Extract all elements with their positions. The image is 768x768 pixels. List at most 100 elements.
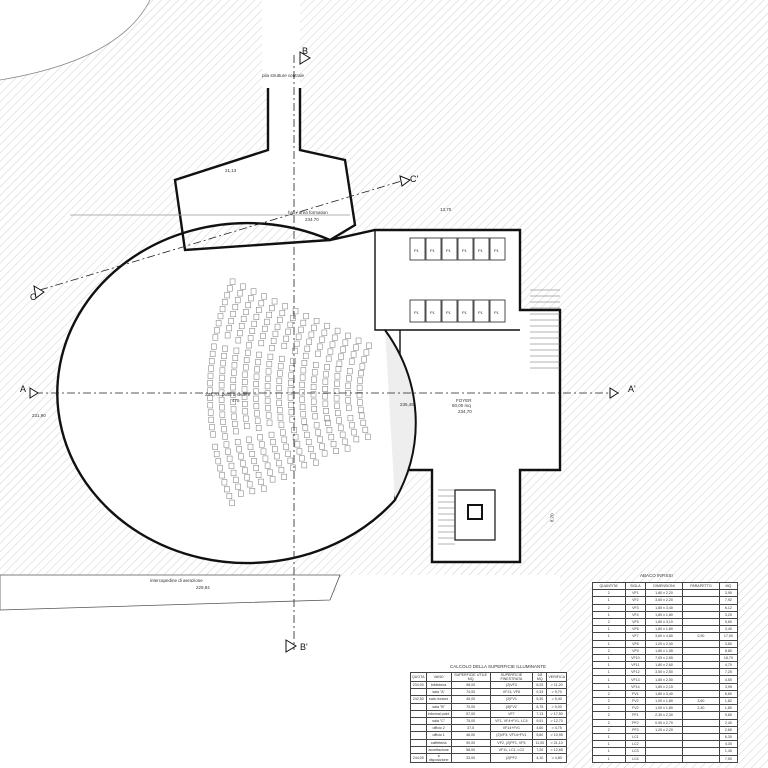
- seat: [224, 292, 230, 299]
- seat: [230, 406, 237, 413]
- seat: [281, 342, 288, 349]
- seat: [349, 422, 355, 429]
- wc-label: P1: [462, 248, 468, 253]
- seat: [226, 493, 233, 500]
- table-cell: [681, 725, 720, 734]
- seat: [300, 411, 307, 418]
- table-cell: [681, 718, 720, 727]
- seat: [257, 434, 264, 441]
- seat: [356, 392, 363, 399]
- column-header: SUPERFICIE FINESTRATA: [489, 672, 534, 682]
- wc-stall: [441, 237, 458, 261]
- seat: [240, 315, 247, 322]
- wc-stall: [489, 237, 506, 261]
- seat: [266, 361, 273, 368]
- table-cell: informal point: [425, 709, 452, 718]
- seat: [289, 416, 296, 423]
- seat: [246, 342, 252, 349]
- table-cell: 1: [592, 740, 626, 749]
- seat: [243, 308, 249, 315]
- seat: [317, 436, 323, 443]
- stairs: [438, 289, 560, 545]
- seat: [255, 471, 262, 478]
- seat: [236, 446, 242, 453]
- seat: [290, 357, 296, 364]
- table-cell: [681, 689, 720, 699]
- seat: [333, 388, 340, 395]
- seat: [218, 382, 225, 389]
- seat: [249, 488, 256, 495]
- seat: [253, 388, 259, 395]
- table-cell: 75,00: [450, 716, 491, 726]
- wc-label: P1: [414, 248, 420, 253]
- seat: [243, 415, 249, 422]
- table-cell: 2: [592, 689, 626, 699]
- seat: [246, 481, 253, 488]
- table-cell: VF1: [624, 589, 647, 598]
- seat: [336, 417, 342, 424]
- seat: [228, 462, 235, 469]
- table-cell: 1: [592, 754, 626, 763]
- table-cell: 4,60: [532, 724, 548, 733]
- table-cell: 3,50 x 2,50: [645, 668, 683, 677]
- seat: [261, 485, 267, 492]
- seat: [249, 328, 256, 335]
- table-cell: [410, 716, 427, 726]
- table-cell: > 11,20: [546, 680, 567, 690]
- seat: [255, 307, 262, 314]
- table-cell: 1: [592, 668, 626, 677]
- seat: [334, 373, 341, 380]
- wc-stall: [441, 299, 458, 323]
- table-cell: 2: [592, 704, 626, 713]
- seat: [207, 402, 214, 409]
- table-cell: 70,00: [450, 702, 491, 711]
- seat: [210, 343, 217, 350]
- seat: [267, 469, 273, 476]
- seat: [292, 434, 299, 441]
- seat: [333, 395, 340, 402]
- column-header: SIGLA: [624, 581, 647, 591]
- table-cell: 6,60: [718, 689, 739, 699]
- seat: [229, 278, 236, 285]
- seat: [278, 467, 285, 474]
- seat: [276, 460, 282, 467]
- table-cell: (2)VF3: [489, 680, 534, 690]
- table-cell: 6,30: [718, 732, 739, 742]
- seat: [292, 347, 298, 354]
- seat: [312, 413, 318, 420]
- table-cell: 3,40: [718, 625, 739, 634]
- seat: [255, 424, 262, 431]
- seat: [299, 396, 305, 403]
- seat: [229, 499, 235, 506]
- seat: [258, 340, 265, 347]
- seat: [249, 450, 255, 457]
- seat: [264, 397, 271, 404]
- seat: [287, 457, 294, 464]
- section-lines: [35, 55, 620, 650]
- table-cell: a disposizione: [425, 752, 452, 763]
- seat: [319, 443, 325, 450]
- seat: [274, 453, 280, 460]
- wc-stall: [473, 237, 490, 261]
- seat: [225, 448, 231, 455]
- seat: [270, 439, 276, 446]
- table-cell: sala riunioni: [425, 695, 452, 704]
- section-marker-a: A: [20, 384, 27, 394]
- seat: [342, 438, 348, 445]
- seat: [226, 455, 233, 462]
- auditorium-seats: [207, 278, 372, 506]
- seat: [325, 419, 331, 426]
- seat: [295, 333, 302, 340]
- table-cell: 5,65: [718, 711, 739, 720]
- seat: [265, 375, 271, 382]
- seat: [222, 433, 228, 440]
- table-cell: [681, 646, 720, 655]
- seat: [238, 323, 245, 330]
